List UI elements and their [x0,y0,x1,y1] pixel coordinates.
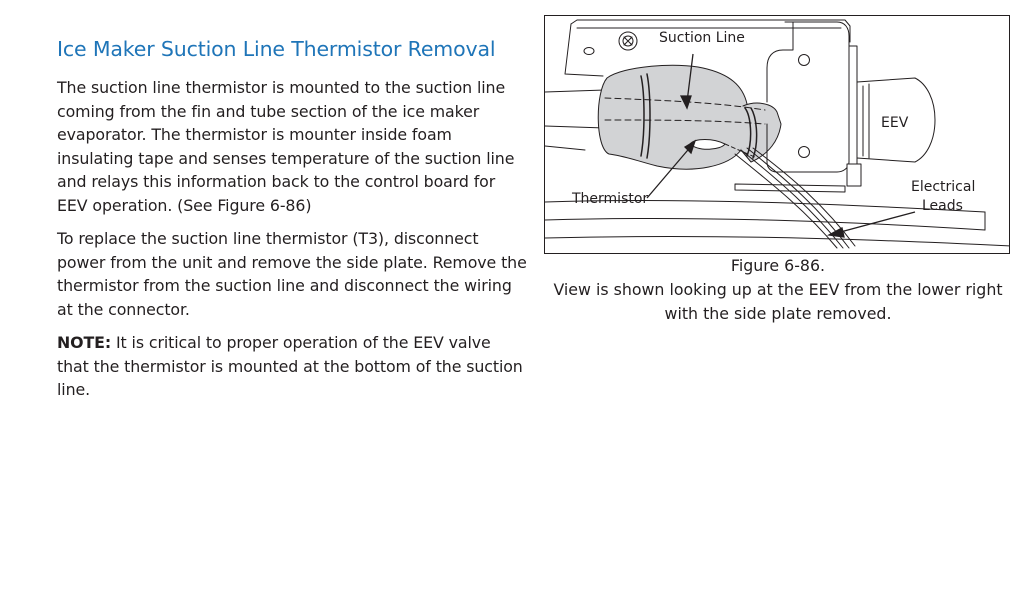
figure-caption-line-2: with the side plate removed. [664,304,892,323]
callout-eev: EEV [881,115,909,131]
body-text: The suction line thermistor is mounted t… [57,76,527,411]
figure-caption-line-1: View is shown looking up at the EEV from… [553,280,1003,299]
note-label: NOTE: [57,332,112,352]
paragraph-instructions: To replace the suction line thermistor (… [57,229,527,319]
callout-suction-line: Suction Line [659,30,745,46]
figure-6-86-illustration: Suction Line EEV Thermistor Electrical L… [544,15,1010,254]
paragraph-description: The suction line thermistor is mounted t… [57,78,515,215]
note-paragraph: NOTE: It is critical to proper operation… [57,331,527,402]
callout-leads: Leads [922,198,963,214]
note-text: It is critical to proper operation of th… [57,332,523,400]
eev-line-drawing [545,19,1009,249]
section-title: Ice Maker Suction Line Thermistor Remova… [57,37,496,61]
callout-thermistor: Thermistor [572,191,649,207]
callout-electrical: Electrical [911,179,976,195]
figure-caption-number: Figure 6-86. [730,256,826,275]
